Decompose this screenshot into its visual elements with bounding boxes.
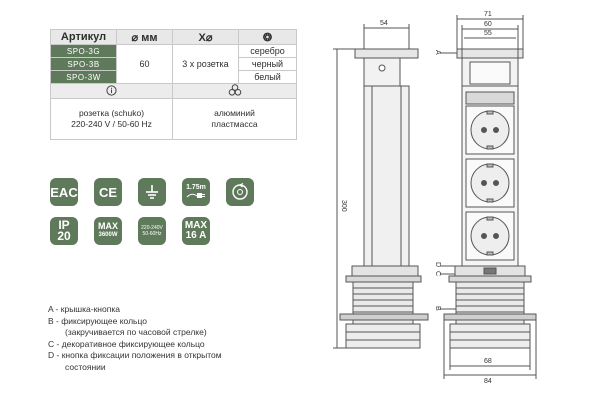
socket-description: розетка (schuko) 220-240 V / 50-60 Hz [50, 98, 173, 140]
voltage-badge: 220-240V 50-60Hz [138, 217, 166, 245]
code-silver: SPO-3G [50, 44, 117, 58]
material-description: алюминий пластмасса [172, 98, 297, 140]
left-thread [352, 281, 414, 325]
max-power-badge: MAX 3600W [94, 217, 122, 245]
label-b: B [434, 306, 441, 311]
left-cap-body [363, 57, 401, 87]
max-power-value: 3600W [98, 232, 118, 238]
label-a: A [434, 50, 441, 55]
legend-item-d-note: состоянии [65, 361, 106, 372]
label-d: D [434, 262, 441, 267]
parts-legend: A - крышка-кнопка B - фиксирующее кольцо… [48, 304, 222, 373]
legend-item-c: C - декоративное фиксирующее кольцо [48, 338, 205, 349]
dim-300: 300 [340, 200, 347, 212]
material-desc-line2: пластмасса [211, 119, 258, 129]
legend-item-b-note: (закручивается по часовой стрелке) [65, 327, 207, 337]
ground-icon [138, 178, 166, 206]
color-black: черный [238, 57, 297, 71]
label-c: C [434, 271, 441, 276]
color-white: белый [238, 70, 297, 84]
rotation-icon [226, 178, 254, 206]
dim-55: 55 [484, 30, 492, 37]
ce-label: CE [98, 184, 118, 200]
cable-length-label: 1.75m [186, 184, 206, 191]
dim-71: 71 [484, 11, 492, 18]
max-current-value: 16 A [185, 230, 207, 241]
material-desc-line1: алюминий [214, 108, 255, 118]
ip-badge: IP 20 [50, 217, 78, 245]
right-collar [454, 265, 526, 277]
header-diameter: ⌀ мм [116, 29, 173, 45]
spec-table: Артикул ⌀ мм X⌀ ❂ SPO-3G 60 3 х розетка … [50, 29, 297, 140]
legend-item-d: D - кнопка фиксации положения в открытом [48, 350, 222, 360]
ip-label: IP [58, 218, 70, 232]
legend-item-b: B - фиксирующее кольцо [48, 315, 147, 326]
left-column [363, 85, 410, 267]
ip-value: 20 [57, 229, 71, 243]
voltage-value: 220-240V [141, 225, 163, 231]
frequency-value: 50-60Hz [142, 231, 162, 237]
cable-length-badge: 1.75m [182, 178, 210, 206]
left-collar [351, 265, 419, 277]
header-article: Артикул [50, 29, 117, 45]
dim-54: 54 [380, 20, 388, 27]
eac-badge: EAC [50, 178, 78, 206]
eac-label: EAC [50, 184, 78, 200]
legend-item-a: A - крышка-кнопка [48, 304, 120, 314]
socket-3 [465, 211, 515, 261]
header-sockets: X⌀ [172, 29, 239, 45]
max-power-label: MAX [98, 221, 118, 231]
socket-desc-line1: розетка (schuko) [78, 108, 145, 118]
code-white: SPO-3W [50, 70, 117, 84]
color-silver: серебро [238, 44, 297, 58]
plug-icon [186, 193, 205, 198]
left-base [345, 323, 421, 349]
dim-68: 68 [484, 358, 492, 365]
left-cap-top [354, 48, 419, 59]
right-cap-top [456, 48, 524, 59]
diameter-value: 60 [116, 44, 173, 84]
socket-1 [465, 105, 515, 155]
right-column [461, 85, 519, 267]
dim-60: 60 [484, 21, 492, 28]
info-icon [50, 83, 173, 99]
code-black: SPO-3B [50, 57, 117, 71]
dim-84: 84 [484, 378, 492, 385]
right-base [449, 323, 531, 349]
max-current-badge: MAX 16 A [182, 217, 210, 245]
right-thread [455, 281, 525, 325]
right-cap-body [461, 57, 519, 87]
header-color: ❂ [238, 29, 297, 45]
sockets-value: 3 х розетка [172, 44, 239, 84]
socket-2 [465, 158, 515, 208]
material-icon [172, 83, 297, 99]
socket-desc-line2: 220-240 V / 50-60 Hz [71, 119, 152, 129]
ce-badge: CE [94, 178, 122, 206]
max-current-label: MAX [184, 220, 208, 231]
